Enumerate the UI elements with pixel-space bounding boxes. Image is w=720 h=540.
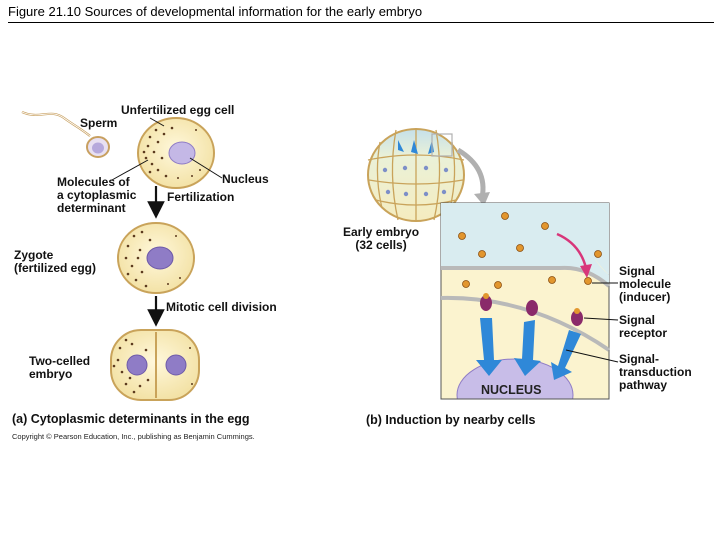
label-cytoplasmic-determinant: Molecules of a cytoplasmic determinant	[57, 175, 137, 215]
leader-lines-a	[111, 117, 223, 181]
label-early-embryo: Early embryo (32 cells)	[343, 225, 420, 252]
caption-panel-a: (a) Cytoplasmic determinants in the egg	[12, 412, 250, 426]
inducer-pink-arrow	[556, 232, 588, 269]
zoom-arrow-head	[474, 192, 490, 206]
label-nucleus-b: NUCLEUS	[481, 383, 542, 397]
induction-zoom-box	[440, 202, 611, 439]
leader-lines-b	[565, 282, 619, 363]
label-signal-molecule: Signal molecule (inducer)	[619, 264, 672, 304]
label-unfertilized-egg-cell: Unfertilized egg cell	[121, 103, 235, 117]
two-celled-embryo	[110, 329, 200, 401]
copyright-notice: Copyright © Pearson Education, Inc., pub…	[12, 432, 255, 441]
unfertilized-egg	[137, 117, 215, 189]
sperm-illustration	[21, 110, 110, 158]
label-sperm: Sperm	[80, 116, 118, 130]
label-fertilization: Fertilization	[167, 190, 235, 204]
label-mitotic-cell-division: Mitotic cell division	[166, 300, 277, 314]
zygote	[117, 222, 195, 294]
label-nucleus: Nucleus	[222, 172, 269, 186]
transduction-arrows	[476, 318, 581, 380]
inducer-molecules	[458, 212, 602, 289]
early-embryo-32-cells	[367, 128, 465, 222]
label-zygote: Zygote (fertilized egg)	[14, 248, 97, 275]
label-two-celled-embryo: Two-celled embryo	[29, 354, 91, 381]
inducer-pink-arrowhead	[580, 264, 592, 278]
label-signal-transduction: Signal- transduction pathway	[619, 352, 692, 392]
signal-receptors	[480, 293, 583, 326]
zygote-determinant-dots	[124, 230, 181, 288]
label-signal-receptor: Signal receptor	[619, 313, 668, 340]
caption-panel-b: (b) Induction by nearby cells	[366, 413, 536, 427]
egg-determinant-dots	[142, 126, 201, 179]
figure-title: Figure 21.10 Sources of developmental in…	[8, 4, 714, 23]
two-cell-determinant-dots	[112, 338, 193, 394]
